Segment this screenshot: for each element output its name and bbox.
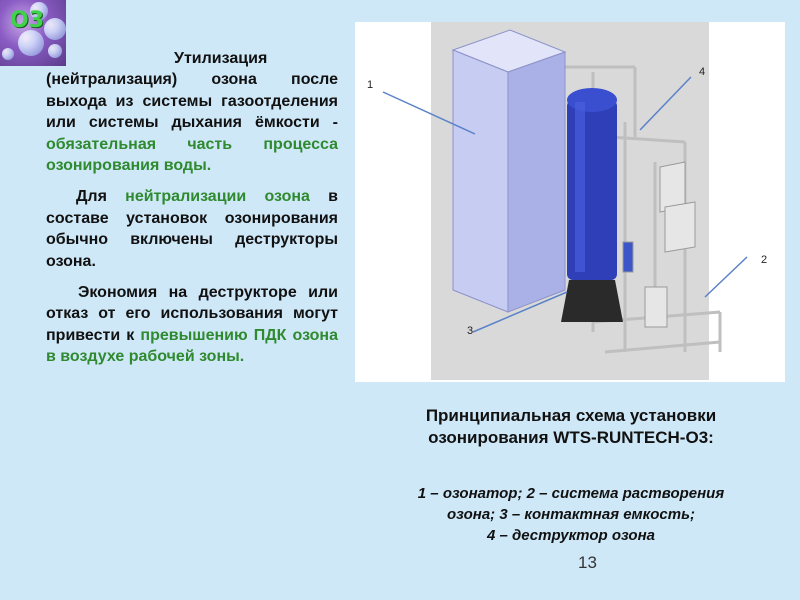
diagram-panel: 1 2 3 4: [355, 22, 785, 382]
label-4: 4: [699, 66, 706, 78]
paragraph-2: Для нейтрализации озона в составе устано…: [46, 186, 338, 272]
ozonator-cabinet: [451, 29, 567, 313]
diagram-legend: 1 – озонатор; 2 – система растворения оз…: [356, 483, 786, 546]
diagram-caption: Принципиальная схема установки озонирова…: [356, 405, 786, 449]
label-3: 3: [467, 325, 474, 337]
legend-line-1: 1 – озонатор; 2 – система растворения: [417, 485, 725, 502]
paragraph-2-text-pre: Для: [76, 188, 126, 206]
legend-line-2: озона; 3 – контактная емкость;: [447, 506, 695, 523]
pump-motor: [644, 286, 668, 328]
paragraph-3-text: Экономия на деструкторе или отказ от его…: [46, 284, 338, 344]
page-number: 13: [578, 553, 597, 572]
caption-line-1: Принципиальная схема установки: [425, 406, 717, 425]
left-text-block: Утилизация (нейтрализация) озона после в…: [46, 48, 338, 378]
paragraph-3-highlight: превышению ПДК озона в воздухе рабочей з…: [46, 326, 338, 366]
paragraph-3: Экономия на деструкторе или отказ от его…: [46, 282, 338, 368]
paragraph-1-text: Утилизация (нейтрализация) озона после в…: [46, 50, 338, 132]
paragraph-1: Утилизация (нейтрализация) озона после в…: [46, 48, 338, 176]
contact-tank: [561, 88, 623, 322]
paragraph-2-highlight: нейтрализации озона: [125, 188, 310, 206]
logo: O3: [0, 0, 66, 66]
label-1: 1: [367, 79, 374, 91]
logo-text: O3: [10, 8, 45, 33]
paragraph-2-text-post: в составе установок озонирования обычно …: [46, 188, 339, 270]
caption-line-2: озонирования WTS-RUNTECH-O3:: [428, 428, 714, 447]
label-2: 2: [761, 254, 768, 266]
paragraph-1-highlight: обязательная часть процесса озонирования…: [46, 135, 338, 175]
legend-line-3: 4 – деструктор озона: [486, 527, 656, 544]
label-arrows: [382, 76, 748, 333]
installation-diagram: [382, 29, 748, 354]
control-box-2: [664, 201, 696, 253]
filter: [622, 241, 634, 273]
